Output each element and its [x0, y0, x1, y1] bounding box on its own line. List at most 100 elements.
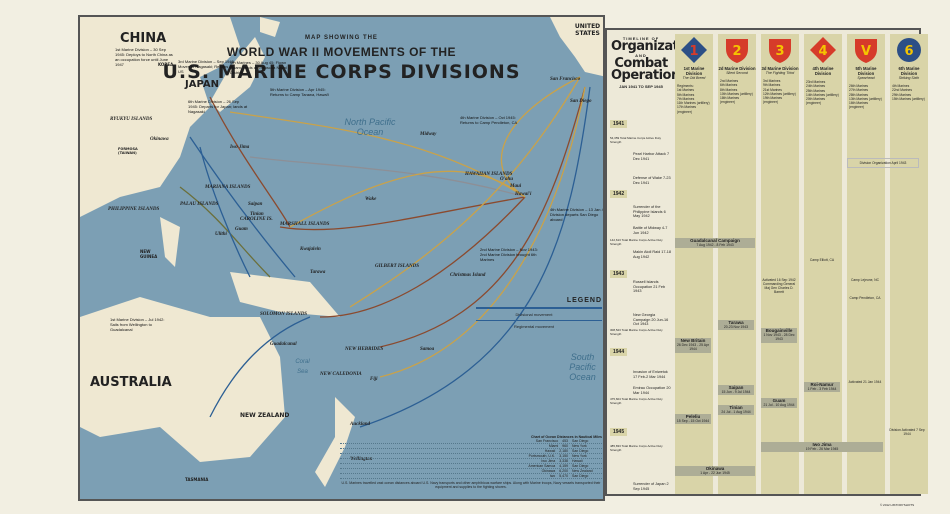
- regiment: 18th Marines (engineer): [720, 96, 740, 105]
- distance-from: San Francisco: [535, 439, 559, 443]
- division-name: 4th Marine Division: [812, 66, 834, 76]
- label-ulithi: Ulithi: [215, 232, 227, 237]
- regiment: 24th Marines: [806, 84, 826, 89]
- insignia-number: V: [861, 44, 871, 59]
- map-note: 1st Marine Division – Jul 1942: Sails fr…: [110, 317, 165, 332]
- note-3d-activated: Activated 16 Sep 1942 Commanding General…: [762, 278, 796, 294]
- regiment: 27th Marines: [849, 88, 869, 93]
- regiment: 10th Marines (artillery): [720, 91, 753, 96]
- regiment: 20th Marines (engineer): [806, 97, 826, 106]
- distance-nm: 6,200: [559, 469, 568, 473]
- timeline-title-1: Organization: [611, 39, 700, 54]
- map-graphics: [80, 17, 603, 487]
- label-united-states: UNITED STATES: [574, 23, 601, 37]
- timeline-dates: JAN 1941 TO SEP 1945: [619, 84, 663, 89]
- distance-nm: 5,470: [559, 474, 568, 478]
- label-new-hebrides: NEW HEBRIDES: [345, 347, 384, 352]
- regiment: 2nd Marines: [720, 79, 739, 83]
- division-column: 3 3d Marine Division The Fighting Third …: [761, 34, 799, 494]
- distance-chart-title: Chart of Ocean Distances in Nautical Mil…: [531, 435, 602, 439]
- label-christmas-island: Christmas Island: [450, 273, 486, 278]
- regiment: 29th Marines: [892, 92, 912, 97]
- regiment: 8th Marines: [720, 87, 738, 92]
- division-line-swatch: [476, 307, 602, 309]
- active-duty-strength: 142,613 Total Marine Corps Active Duty S…: [610, 238, 663, 246]
- timeline-event: Invasion of Eniwetok 17 Feb-2 Mar 1944: [633, 370, 668, 379]
- timeline-heading: TIMELINE OF Organization AND Combat Oper…: [611, 36, 700, 89]
- division-nickname: Striking Sixth: [898, 76, 920, 80]
- timeline-event: New Georgia Campaign 20 Jun-16 Oct 1943: [633, 313, 669, 326]
- regiment: 14th Marines (artillery): [806, 92, 839, 97]
- label-solomon: SOLOMON ISLANDS: [260, 312, 308, 317]
- label-ryukyu: RYUKYU ISLANDS: [110, 117, 153, 122]
- label-tarawa: Tarawa: [310, 270, 326, 275]
- timeline-event: Surrender of Japan 2 Sep 1945: [633, 482, 669, 491]
- distance-footnote: U.S. Marines travelled vast ocean distan…: [341, 481, 601, 489]
- distance-to: San Diego: [572, 464, 589, 468]
- map-note: 4th Marines – 30 Aug 45: Flown Guam, lan…: [230, 60, 287, 75]
- label-caroline: CAROLINE IS.: [240, 217, 273, 222]
- regiment: 28th Marines: [849, 92, 869, 97]
- regiment: 7th Marines: [677, 96, 695, 101]
- map-note: 6th Marine Division – 26 Sep 1945: Depar…: [188, 99, 248, 114]
- label-tinian: Tinian: [250, 212, 264, 217]
- active-duty-strength: 485,833 Total Marine Corps Active Duty S…: [610, 444, 663, 452]
- timeline-event: Emirau Occupation 20 Mar 1944: [633, 386, 671, 395]
- timeline-title-2: Combat: [614, 56, 668, 71]
- regiment: 4th Marines: [892, 84, 910, 88]
- regiment: 15th Marines (artillery): [892, 96, 925, 101]
- note-5th-activated: Activated 21 Jan 1944: [848, 380, 882, 384]
- map-note: 5th Marine Division – Apr 1945: Returns …: [270, 87, 330, 97]
- distance-from: American Samoa: [528, 464, 556, 468]
- copyright: © 2012 HISTORYSHOTS: [880, 503, 915, 507]
- label-wellington: Wellington: [350, 457, 373, 462]
- label-saipan: Saipan: [248, 202, 263, 207]
- label-korea: KOREA: [158, 62, 174, 67]
- regiment: 21st Marines: [763, 87, 782, 92]
- division-insignia-icon: 1: [681, 37, 707, 63]
- label-new-guinea: NEW GUINEA: [140, 249, 158, 259]
- regiment: 13th Marines (artillery): [849, 96, 882, 101]
- division-insignia-icon: 4: [810, 37, 836, 63]
- year-marker: 1944: [610, 348, 668, 356]
- distance-chart: Chart of Ocean Distances in Nautical Mil…: [340, 435, 602, 489]
- label-oahu: O'ahu: [500, 177, 514, 182]
- year-label: 1944: [610, 348, 628, 356]
- year-marker: 1941: [610, 120, 668, 128]
- distance-to: Hawaii: [572, 459, 583, 463]
- label-san-diego: San Diego: [570, 99, 592, 104]
- label-kwajalein: Kwajalein: [300, 247, 321, 252]
- map-note: 2nd Marine Division – Nov 1943: 2nd Mari…: [480, 247, 538, 262]
- regiment: 12th Marines (artillery): [763, 91, 796, 96]
- division-column: V 5th Marine Division Spearhead 26th Mar…: [847, 34, 885, 494]
- title-kicker: MAP SHOWING THE: [305, 35, 378, 41]
- legend-division: Divisional movement: [515, 312, 553, 317]
- regiment: 5th Marines: [677, 92, 695, 97]
- label-formosa: FORMOSA (TAIWAN): [118, 147, 138, 155]
- distance-from: Iwo Jima: [541, 459, 556, 463]
- distance-nm: 453: [562, 439, 568, 443]
- timeline-and: AND: [635, 53, 647, 58]
- routes: [179, 76, 591, 428]
- timeline-event: Surrender of the Philippine Islands 6 Ma…: [633, 205, 666, 218]
- note-camp-elliott: Camp Elliott, CA: [809, 258, 835, 262]
- label-guadalcanal: Guadalcanal: [270, 342, 297, 347]
- division-name: 3d Marine Division: [761, 66, 799, 71]
- map-note: 3rd Marine Division – Sep 1945: Moves to…: [178, 59, 235, 74]
- label-tasmania: TASMANIA: [185, 477, 209, 482]
- regiment: 25th Marines: [806, 88, 826, 93]
- distance-nm: 3,338: [559, 459, 568, 463]
- label-palau: PALAU ISLANDS: [180, 202, 219, 207]
- regiment-line-swatch: [476, 320, 602, 321]
- map-note: 4th Marine Division – 13 Jan 44: Divisio…: [550, 207, 605, 222]
- regiment: 16th Marines (engineer): [849, 101, 869, 110]
- label-philippines: PHILIPPINE ISLANDS: [108, 207, 160, 212]
- division-nickname: Silent Second: [726, 71, 748, 75]
- legend-regiment: Regimental movement: [513, 324, 555, 329]
